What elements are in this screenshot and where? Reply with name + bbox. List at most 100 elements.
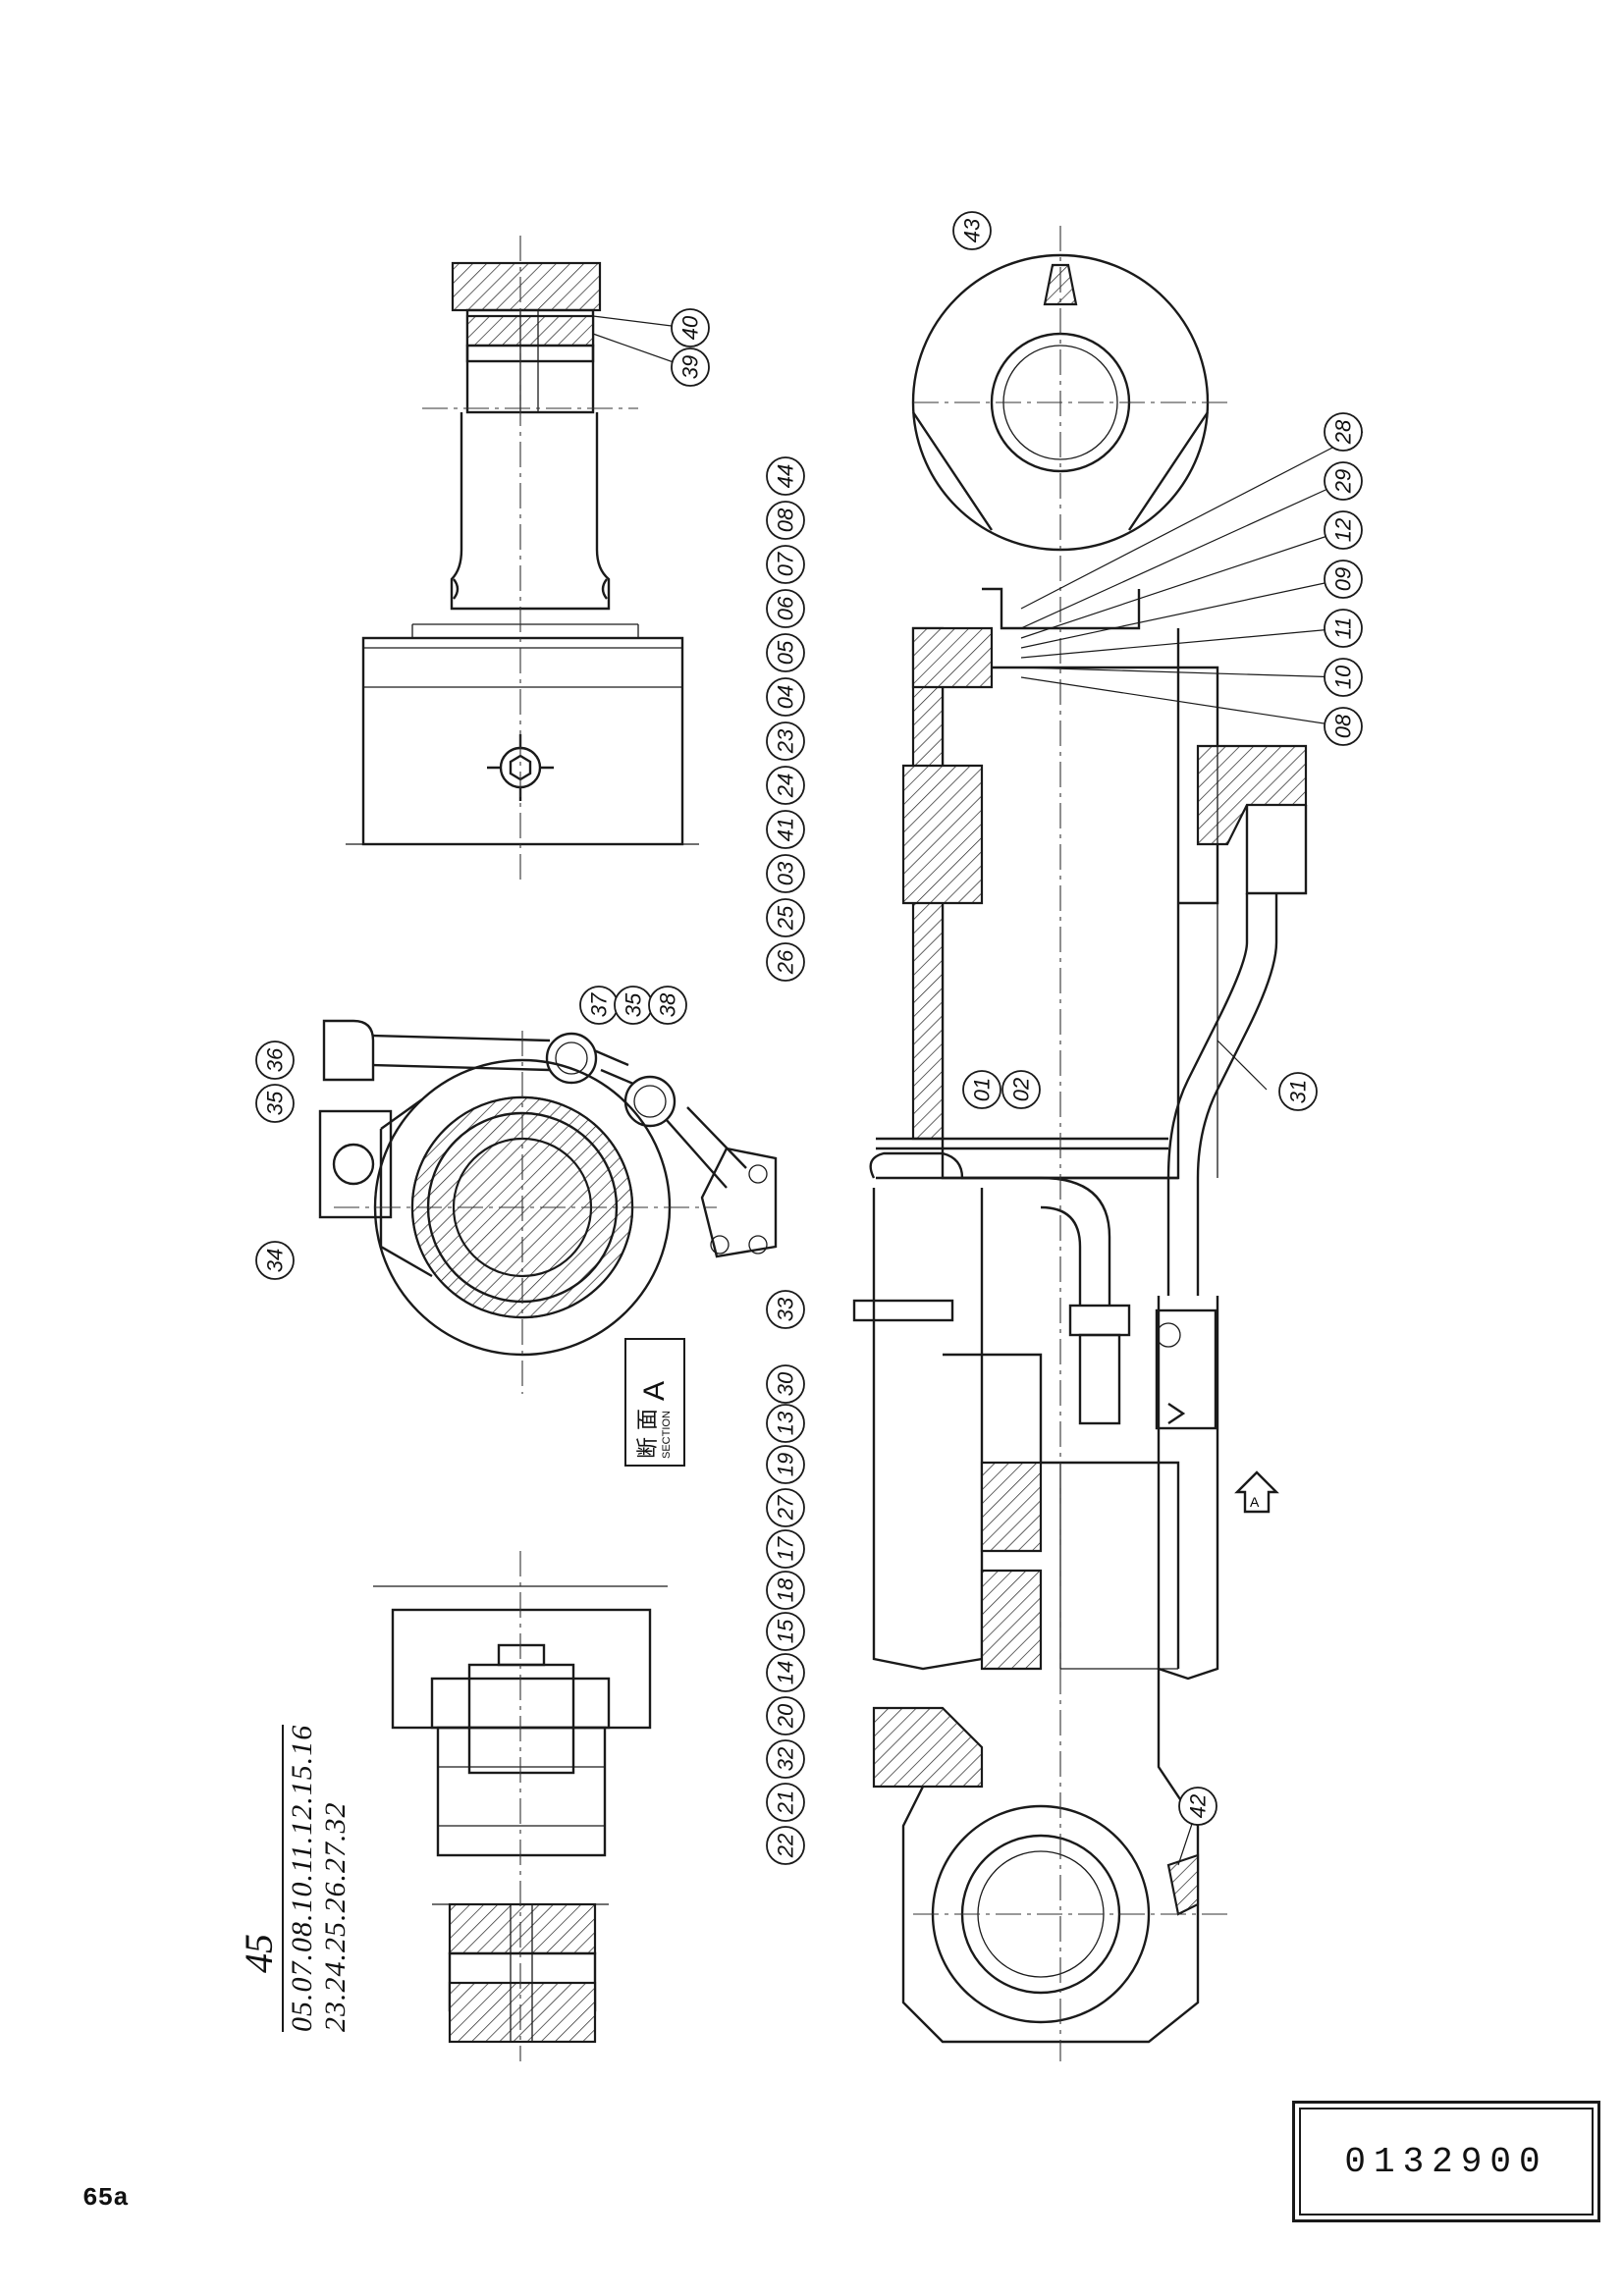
callout-label: 19 [774,1453,798,1476]
callout-08: 08 [766,501,805,540]
callout-label: 35 [622,992,646,1017]
callout-circle [766,456,805,496]
callout-circle [766,501,805,540]
callout-label: 41 [774,818,798,841]
callout-circle [766,589,805,628]
callout-circle [766,677,805,717]
callout-15: 15 [766,1612,805,1651]
callout-37: 37 [579,986,619,1025]
callout-label: 26 [774,949,798,975]
head-end-view [373,1551,668,2061]
subassembly-parts-line-2: 23.24.25.26.27.32 [319,1801,352,2033]
callout-29: 29 [1324,461,1363,501]
callout-08: 08 [1324,707,1363,746]
callout-label: 35 [263,1091,288,1115]
port-boss [1196,744,1308,846]
callout-circle [671,347,710,387]
callout-24: 24 [766,766,805,805]
callout-07: 07 [766,545,805,584]
callout-label: 29 [1331,469,1356,494]
subassembly-parts-line-1: 05.07.08.10.11.12.15.16 [282,1724,319,2032]
callout-circle [648,986,687,1025]
callout-38: 38 [648,986,687,1025]
callout-circle [671,308,710,347]
document-number-box: 0132900 [1292,2101,1600,2222]
callout-circle [766,898,805,937]
view-arrow-label: A [1250,1494,1260,1510]
callout-label: 14 [774,1661,798,1684]
callout-circle [766,1783,805,1822]
callout-label: 07 [774,552,798,576]
callout-label: 40 [678,315,703,340]
callout-label: 18 [774,1577,798,1602]
callout-35: 35 [614,986,653,1025]
callout-label: 22 [774,1834,798,1858]
callout-label: 12 [1331,518,1356,542]
callout-26: 26 [766,942,805,982]
callout-14: 14 [766,1653,805,1692]
view-arrow-a [1234,1470,1279,1514]
callout-circle [766,1612,805,1651]
callout-03: 03 [766,854,805,893]
callout-label: 21 [774,1790,798,1815]
callout-label: 37 [587,992,612,1017]
callout-label: 44 [774,464,798,488]
section-label-japanese: 断 面 [635,1409,661,1459]
section-a-view [318,1019,778,1394]
callout-label: 13 [774,1411,798,1435]
callout-35: 35 [255,1084,295,1123]
callout-circle [1278,1072,1318,1111]
callout-circle [1324,609,1363,648]
callout-circle [1178,1787,1217,1826]
callout-18: 18 [766,1571,805,1610]
callout-17: 17 [766,1529,805,1569]
callout-circle [766,1653,805,1692]
callout-circle [766,766,805,805]
callout-01: 01 [962,1070,1001,1109]
callout-circle [1324,461,1363,501]
callout-41: 41 [766,810,805,849]
callout-label: 15 [774,1619,798,1643]
document-number: 0132900 [1344,2141,1548,2182]
callout-09: 09 [1324,560,1363,599]
callout-label: 43 [960,218,985,242]
section-a-label: 断 面 SECTION A [624,1338,685,1467]
callout-27: 27 [766,1488,805,1527]
callout-04: 04 [766,677,805,717]
callout-circle [255,1241,295,1280]
callout-06: 06 [766,589,805,628]
callout-02: 02 [1001,1070,1041,1109]
callout-40: 40 [671,308,710,347]
page-number: 65a [82,2183,129,2213]
callout-label: 25 [774,905,798,931]
callout-circle [962,1070,1001,1109]
callout-label: 30 [774,1371,798,1396]
callout-label: 33 [774,1297,798,1321]
callout-circle [766,1696,805,1735]
callout-circle [255,1084,295,1123]
callout-label: 38 [656,992,680,1017]
callout-label: 24 [774,774,798,798]
callout-23: 23 [766,721,805,761]
callout-label: 02 [1009,1078,1034,1101]
callout-34: 34 [255,1241,295,1280]
callout-32: 32 [766,1739,805,1779]
leader-lines [592,315,1364,1866]
section-label-english: SECTION [661,1411,674,1459]
cylinder-bottom-section [872,1706,984,1789]
callout-12: 12 [1324,510,1363,550]
callout-label: 04 [774,685,798,709]
callout-circle [952,211,992,250]
callout-label: 36 [263,1047,288,1072]
callout-10: 10 [1324,658,1363,697]
callout-39: 39 [671,347,710,387]
callout-circle [766,1290,805,1329]
callout-42: 42 [1178,1787,1217,1826]
callout-25: 25 [766,898,805,937]
callout-circle [766,633,805,672]
cylinder-side-section: A [852,226,1308,2061]
callout-22: 22 [766,1826,805,1865]
subassembly-number: 45 [237,1934,281,1973]
callout-circle [1324,560,1363,599]
